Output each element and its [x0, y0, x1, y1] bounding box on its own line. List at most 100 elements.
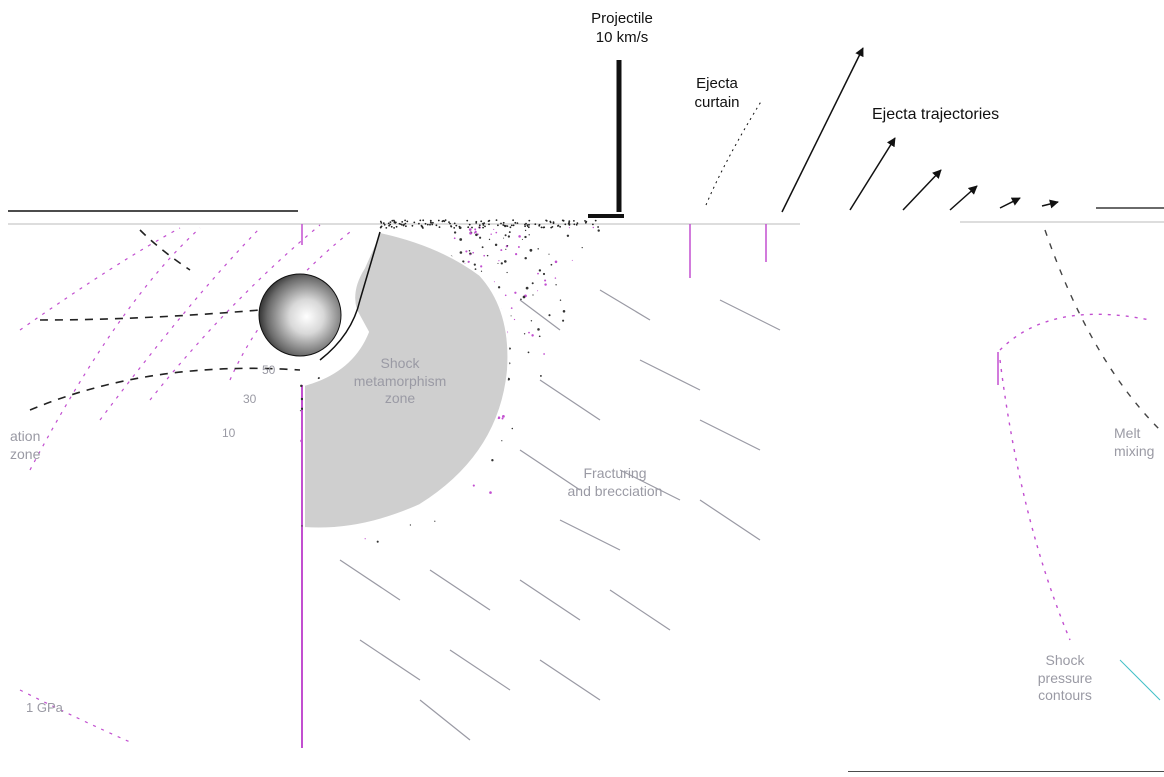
speckle-dot	[573, 220, 575, 222]
speckle-dot	[559, 299, 562, 301]
speckle-dot	[488, 223, 490, 226]
speckle-dot	[419, 219, 422, 222]
speckle-dot	[529, 248, 533, 252]
speckle-dot	[471, 226, 473, 229]
trajectory-arrow-6	[1041, 199, 1059, 209]
speckle-dot	[501, 440, 503, 442]
ejecta-curtain-label: Ejecta curtain	[672, 75, 762, 113]
speckle-dot	[503, 237, 505, 239]
speckle-dot	[564, 223, 567, 226]
speckle-dot	[528, 234, 530, 236]
shock-zone-line3: zone	[384, 390, 416, 406]
speckle-dot	[473, 232, 476, 234]
speckle-dot	[501, 417, 504, 420]
speckle-dot	[405, 225, 407, 228]
speckle-dot	[524, 229, 527, 232]
shock-zone-line2: metamorphism	[353, 372, 447, 389]
speckle-dot	[404, 222, 407, 225]
speckle-dot	[435, 224, 438, 227]
speckle-dot	[500, 249, 503, 252]
speckle-dot	[474, 228, 477, 231]
speckle-dot	[466, 219, 469, 222]
speckle-dot	[514, 291, 517, 294]
speckle-dot	[512, 219, 514, 222]
contour-leader	[1119, 659, 1161, 701]
speckle-dot	[545, 220, 548, 222]
fracturing-line1: Fracturing	[583, 465, 647, 481]
speckle-dot	[554, 260, 558, 264]
speckle-dot	[538, 224, 541, 227]
ejecta-curtain-line1: Ejecta	[696, 75, 738, 92]
projectile-speed: 10 km/s	[595, 28, 649, 46]
crater-rim-line	[319, 231, 381, 361]
speckle-dot	[521, 238, 523, 240]
speckle-dot	[389, 223, 392, 226]
speckle-dot	[506, 245, 509, 247]
speckle-dot	[548, 253, 550, 255]
speckle-dot	[459, 251, 463, 254]
pressure-label-30: 30	[243, 392, 257, 406]
speckle-dot	[437, 219, 440, 222]
speckle-dot	[510, 224, 513, 227]
left-edge-label: ation zone	[10, 428, 40, 463]
speckle-dot	[409, 524, 412, 526]
speckle-dot	[531, 282, 534, 285]
speckle-dot	[483, 254, 486, 257]
pressure-label-10: 10	[222, 426, 236, 440]
speckle-dot	[543, 353, 545, 355]
speckle-dot	[497, 416, 501, 420]
speckle-dot	[552, 222, 555, 225]
speckle-dot	[537, 248, 539, 250]
fracturing-label: Fracturing and brecciation	[535, 465, 695, 500]
speckle-dot	[517, 246, 520, 248]
speckle-dot	[504, 225, 506, 228]
speckle-dot	[478, 224, 481, 227]
speckle-dot	[544, 283, 547, 286]
speckle-dot	[510, 315, 512, 317]
trajectory-arrow-2	[849, 137, 896, 211]
speckle-dot	[571, 259, 573, 261]
speckle-dot	[453, 231, 457, 234]
trajectory-arrow-4	[949, 185, 978, 211]
speckle-dot	[486, 254, 489, 257]
speckle-dot	[383, 223, 386, 226]
speckle-dot	[468, 223, 471, 226]
speckle-dot	[495, 231, 498, 234]
speckle-dot	[300, 427, 303, 430]
speckle-dot	[528, 223, 530, 226]
speckle-dot	[479, 236, 482, 239]
speckle-dot	[526, 224, 529, 227]
fracture-zone-marks	[339, 289, 781, 741]
speckle-dot	[539, 374, 542, 377]
speckle-dot	[548, 314, 551, 317]
contour-dark-c	[139, 229, 191, 271]
speckle-dot	[411, 224, 414, 227]
speckle-dot	[528, 219, 531, 222]
speckle-dot	[482, 222, 484, 225]
speckle-dot	[509, 226, 512, 229]
speckle-dot	[513, 318, 516, 321]
speckle-dot	[508, 231, 511, 234]
speckle-dot	[524, 235, 527, 239]
speckle-dot	[438, 226, 441, 229]
speckle-dot	[544, 279, 547, 282]
speckle-dot	[537, 272, 539, 275]
speckle-dot	[453, 237, 456, 240]
speckle-dot	[300, 384, 303, 388]
speckle-dot	[382, 222, 385, 225]
right-edge-label: Melt mixing	[1114, 425, 1154, 460]
speckle-dot	[450, 225, 452, 227]
speckle-dot	[527, 226, 530, 229]
pressure-label-50: 50	[262, 363, 276, 377]
speckle-dot	[542, 226, 545, 229]
speckle-dot	[592, 223, 594, 226]
speckle-dot	[537, 328, 540, 331]
speckle-dot	[453, 227, 456, 229]
shock-zone-line1: Shock	[380, 355, 420, 371]
ejecta-curtain-line	[705, 99, 763, 206]
speckle-dot	[422, 227, 424, 229]
speckle-dot	[300, 407, 304, 410]
contour-1gpa	[19, 689, 131, 743]
trajectory-arrow-1	[781, 47, 864, 213]
